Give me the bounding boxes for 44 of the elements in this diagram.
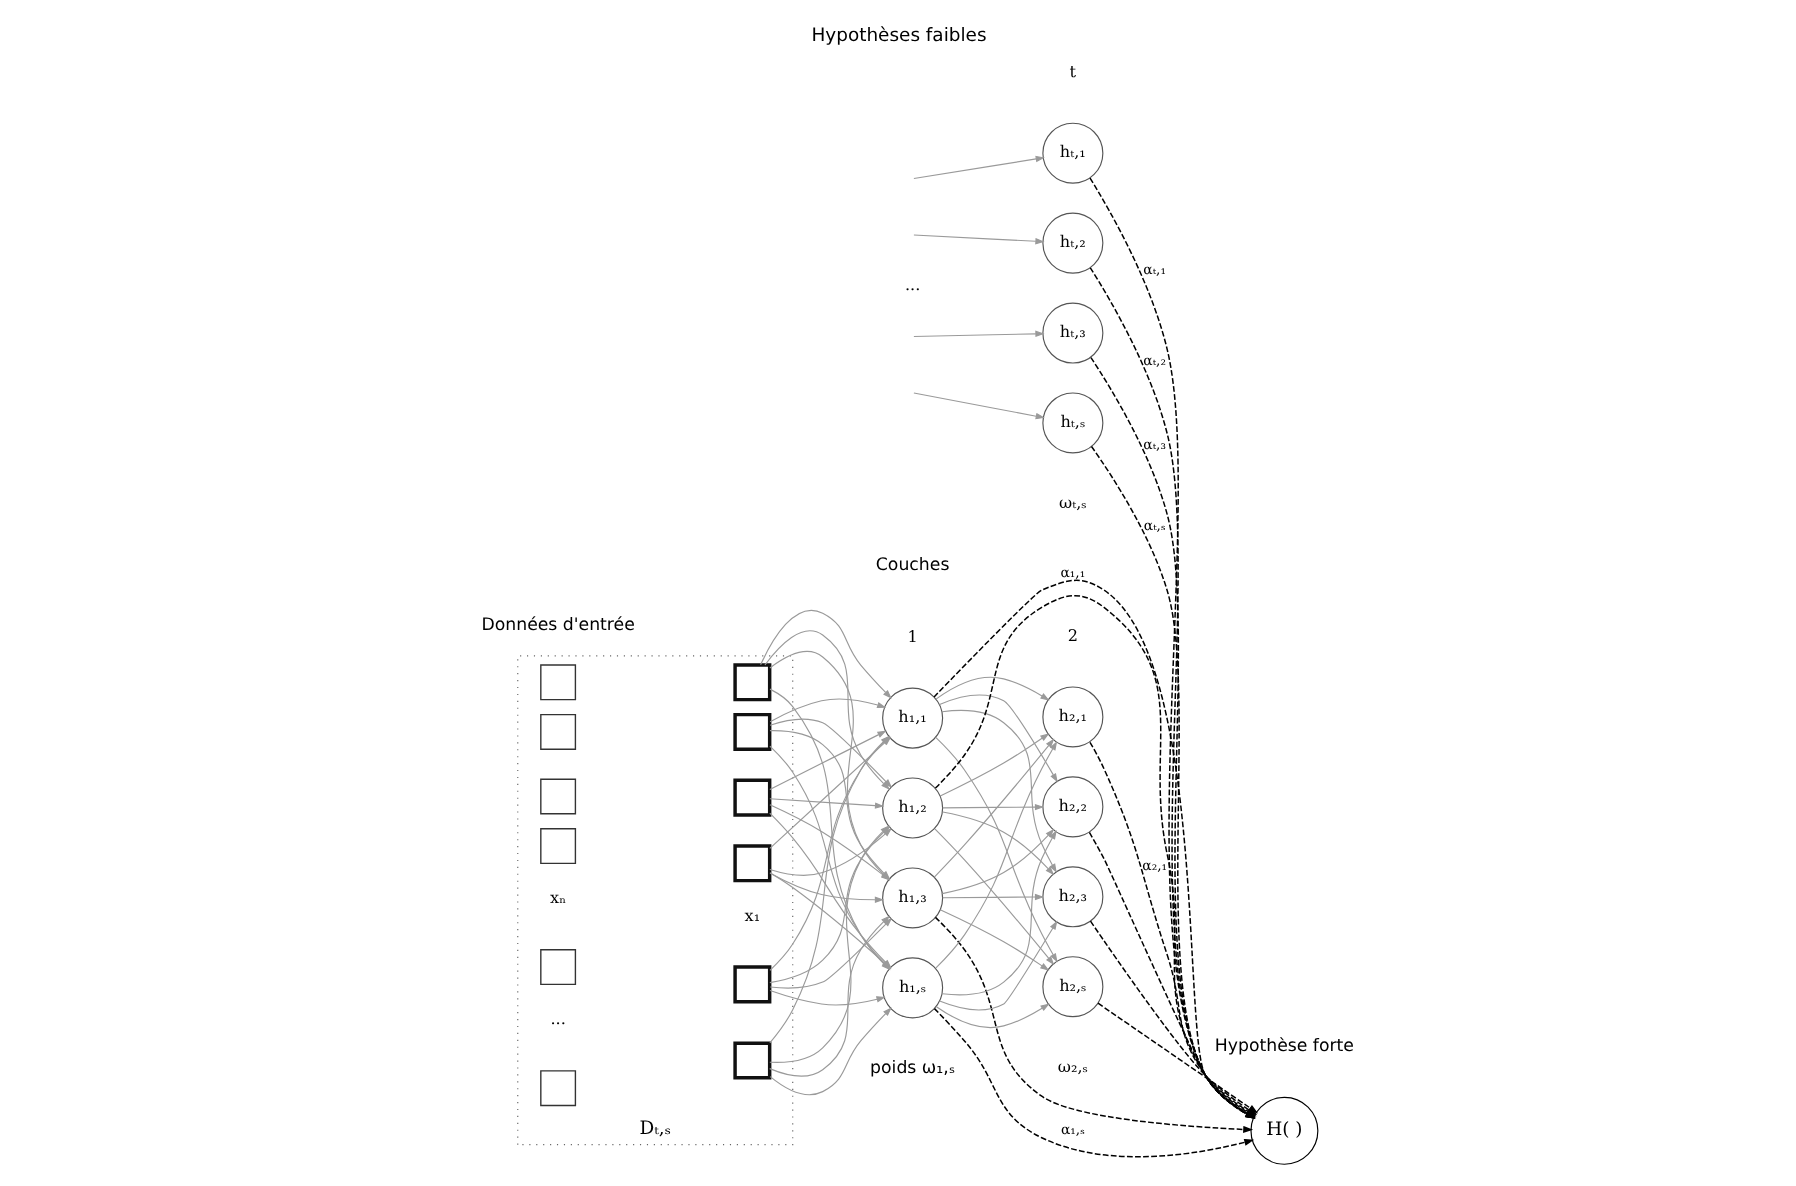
node-box [539, 828, 576, 865]
label: Hypothèse forte [1213, 1036, 1354, 1057]
arrow [759, 609, 891, 699]
node-box [539, 664, 576, 701]
node-box [732, 1041, 771, 1080]
arrow [768, 872, 884, 903]
node-circle: H( ) [1249, 1096, 1318, 1165]
arrow [934, 1003, 1049, 1029]
arrow [933, 828, 1054, 966]
label: poids ω₁,ₛ [869, 1058, 955, 1079]
arrow [933, 916, 1253, 1133]
node-box [732, 712, 771, 751]
node-box [539, 713, 576, 750]
arrow [768, 698, 886, 723]
arrow [941, 811, 1054, 876]
arrow [912, 330, 1044, 338]
node-box [539, 778, 576, 815]
label: Données d'entrée [480, 615, 634, 636]
arrow [940, 709, 1056, 873]
arrow [768, 1007, 891, 1096]
arrow [768, 990, 885, 1006]
arrow [912, 234, 1044, 245]
arrow [938, 920, 1057, 1011]
node-box [539, 949, 576, 986]
arrow [912, 155, 1044, 180]
arrow [940, 830, 1056, 996]
node-box [732, 663, 771, 702]
arrow [932, 738, 1054, 878]
node-box [539, 1070, 576, 1107]
arrow [768, 798, 884, 809]
arrow [938, 909, 1049, 971]
arrow [938, 733, 1049, 797]
arrow [941, 803, 1044, 811]
arrow [938, 694, 1057, 783]
arrow [934, 676, 1049, 701]
arrow [912, 392, 1044, 420]
diagram-title: Hypothèses faibles [810, 25, 986, 48]
arrow [941, 893, 1044, 901]
label: Couches [874, 555, 949, 576]
node-box [732, 778, 771, 817]
node-box [732, 844, 771, 883]
arrow [768, 730, 886, 790]
node-box [732, 965, 771, 1004]
arrow [940, 828, 1054, 895]
